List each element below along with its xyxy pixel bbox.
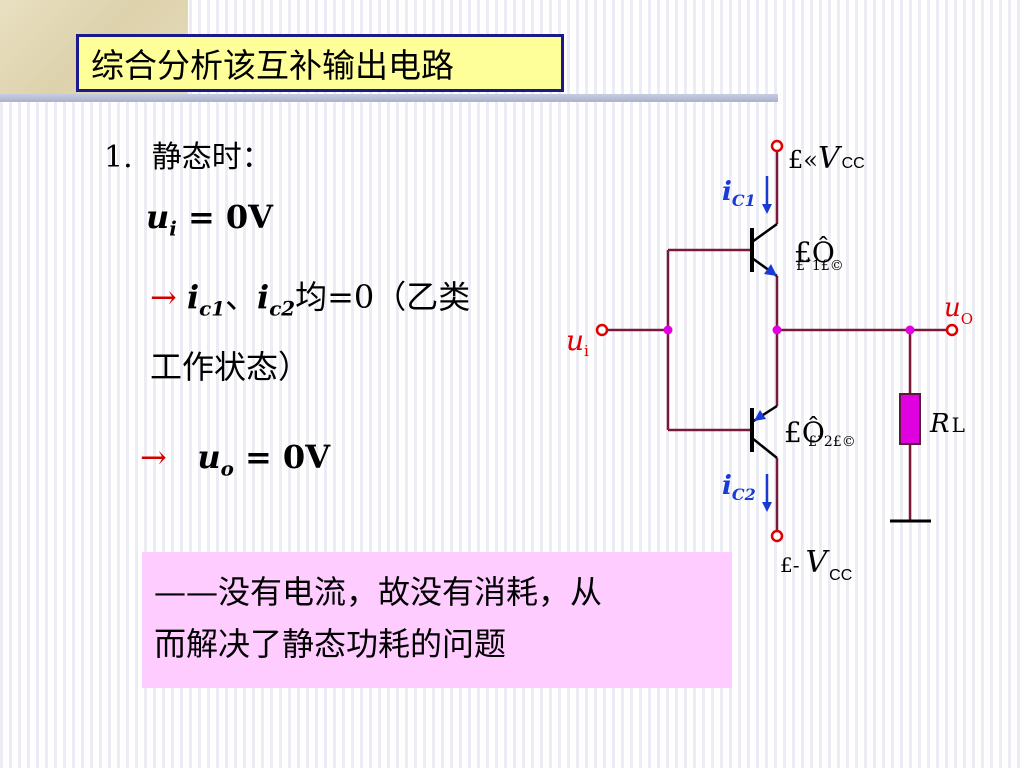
terminal-output bbox=[945, 323, 959, 337]
transistor-t2-icon bbox=[750, 404, 778, 459]
resistor-rl-icon bbox=[899, 393, 921, 445]
eq1-sub: i bbox=[169, 216, 177, 241]
terminal-input bbox=[595, 323, 609, 337]
eq2-rest: 均=0（乙类 bbox=[295, 278, 471, 316]
eq2-sep: 、 bbox=[225, 278, 258, 316]
ic2-label: iC2 bbox=[722, 471, 756, 504]
ui-label: ui bbox=[566, 324, 589, 360]
eq2-i2-sub: c2 bbox=[269, 296, 296, 321]
eq1-var: u bbox=[146, 198, 170, 236]
note-line1: ——没有电流，故没有消耗，从 bbox=[154, 573, 603, 611]
equation-currents-line2: 工作状态） bbox=[150, 342, 310, 388]
node-emitter bbox=[772, 325, 782, 335]
arrow-icon: → bbox=[150, 278, 177, 316]
page-title-text: 综合分析该互补输出电路 bbox=[91, 46, 454, 85]
uo-label: uO bbox=[944, 293, 973, 328]
page-title: 综合分析该互补输出电路 bbox=[76, 34, 564, 92]
eq2-i2: i bbox=[257, 278, 270, 316]
eq2-i1: i bbox=[186, 278, 200, 316]
arrow-icon-2: → bbox=[140, 438, 167, 476]
eq3-var: u bbox=[197, 438, 221, 476]
note-line2: 而解决了静态功耗的问题 bbox=[154, 625, 507, 663]
eq3-rest: = 0V bbox=[233, 438, 331, 476]
step-heading: 1. 静态时： bbox=[104, 132, 272, 176]
node-input bbox=[663, 325, 673, 335]
circuit-terminals bbox=[595, 139, 959, 543]
circuit-wires bbox=[607, 152, 947, 530]
step-number: 1. bbox=[104, 140, 133, 175]
t1-label: £Ô bbox=[794, 235, 835, 269]
t2-sub-label: £¨2£© bbox=[808, 434, 856, 450]
equation-uo: → uo = 0V bbox=[140, 438, 330, 480]
step-label: 静态时： bbox=[151, 140, 272, 175]
eq3-sub: o bbox=[220, 456, 234, 481]
equation-currents: → ic1、ic2均=0（乙类 bbox=[150, 272, 470, 320]
eq2-i1-sub: c1 bbox=[199, 296, 226, 321]
node-output bbox=[905, 325, 915, 335]
terminal-vcc-neg bbox=[770, 529, 784, 543]
eq1-rest: = 0V bbox=[176, 198, 273, 236]
t2-label: £Ô bbox=[784, 415, 825, 449]
terminal-vcc-pos bbox=[770, 139, 784, 153]
ic1-label: iC1 bbox=[722, 177, 756, 210]
t1-sub-label: £¨1£© bbox=[796, 258, 844, 274]
conclusion-note: ——没有电流，故没有消耗，从 而解决了静态功耗的问题 bbox=[142, 552, 732, 688]
equation-ui: ui = 0V bbox=[146, 198, 273, 240]
circuit-nodes bbox=[663, 325, 915, 335]
header-rule bbox=[0, 94, 778, 102]
eq2-line2: 工作状态） bbox=[150, 348, 311, 386]
transistor-t1-icon bbox=[750, 222, 778, 278]
